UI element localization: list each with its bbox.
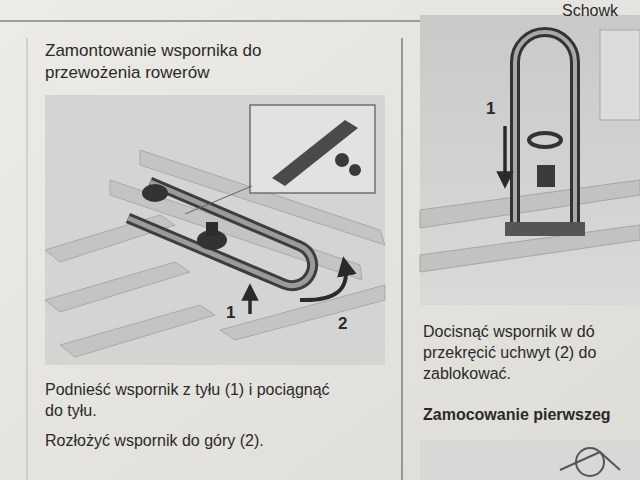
margin-rule <box>27 38 28 480</box>
bracket-lock-illustration <box>420 15 640 480</box>
section-title: Zamontowanie wspornika do przewożenia ro… <box>45 40 330 84</box>
bike-carrier-illustration <box>45 95 385 365</box>
instruction-text: Rozłożyć wspornik do góry (2). <box>45 431 375 452</box>
instruction-text: zablokować. <box>423 364 511 385</box>
instruction-text: Docisnąć wspornik w dó <box>423 322 595 343</box>
callout-number: 1 <box>226 302 235 324</box>
instruction-text: przekręcić uchwyt (2) do <box>423 343 596 364</box>
callout-number: 2 <box>338 313 347 335</box>
running-header: Schowk <box>562 1 618 22</box>
callout-number: 1 <box>486 98 495 120</box>
column-rule <box>401 38 402 480</box>
instruction-text: Podnieść wspornik z tyłu (1) i pociągnąć… <box>45 380 345 422</box>
section-heading: Zamocowanie pierwszeg <box>423 405 611 426</box>
